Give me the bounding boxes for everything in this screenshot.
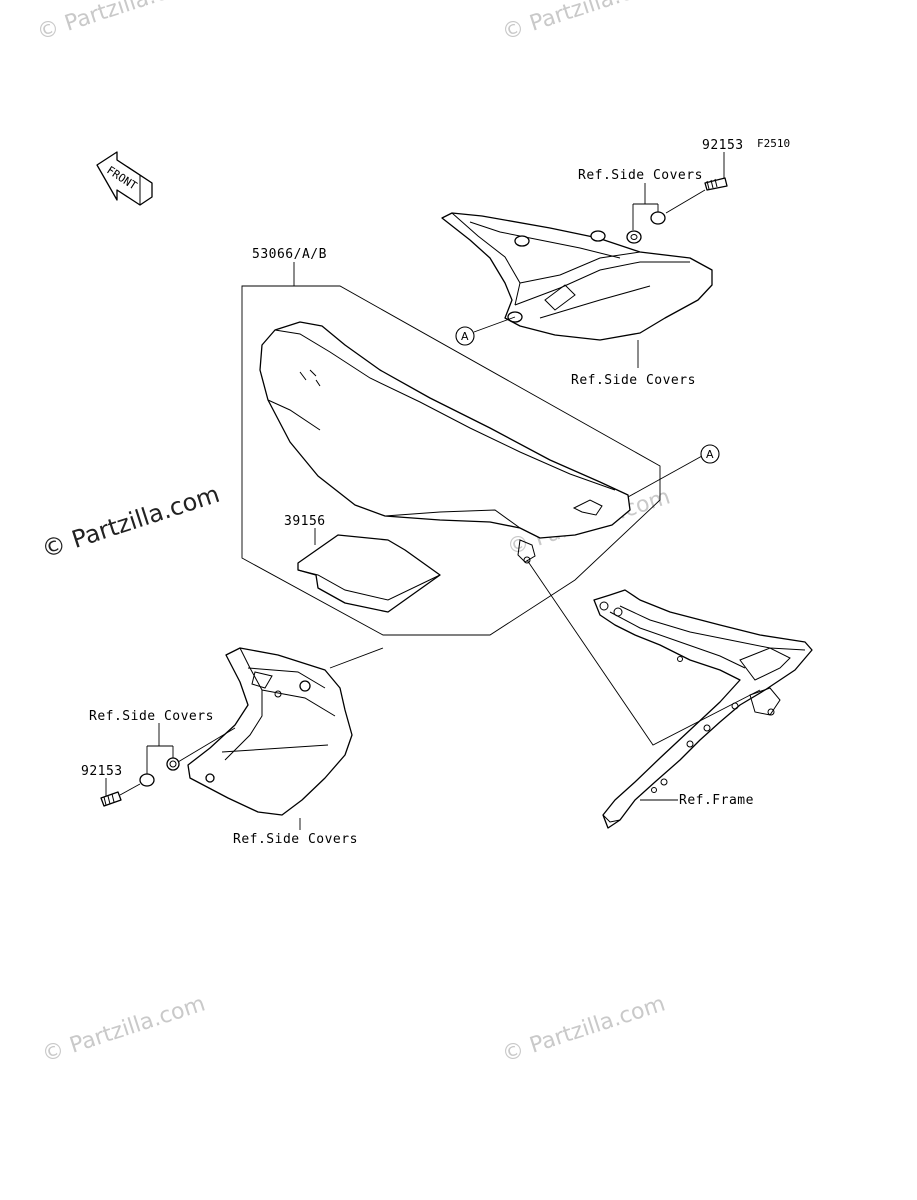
callout-a-2: A	[700, 444, 720, 464]
frame	[593, 589, 813, 829]
watermark-main: © Partzilla.com	[38, 480, 223, 564]
svg-text:A: A	[461, 330, 469, 343]
svg-text:A: A	[706, 448, 714, 461]
leader-bolt-collar	[665, 189, 706, 214]
label-ref-side-covers-top-lower: Ref.Side Covers	[571, 373, 696, 388]
pad-39156	[297, 534, 441, 613]
watermark-bottom-left: © Partzilla.com	[39, 991, 208, 1067]
leader-callout-a-2	[627, 455, 703, 498]
leader-collar-cover-left	[177, 727, 236, 763]
collar-top	[626, 211, 666, 244]
seat-53066	[259, 321, 631, 564]
leader-bolt-collar-left	[119, 783, 141, 796]
bolt-92153-left	[100, 791, 122, 807]
collar-left	[139, 757, 180, 787]
watermark-top-left: © Partzilla.com	[34, 0, 203, 46]
leader-ref-side-covers-top	[632, 183, 659, 230]
watermark-top-right: © Partzilla.com	[499, 0, 668, 46]
seat-to-left-cover-line	[329, 634, 490, 669]
label-92153-top: 92153	[702, 138, 744, 153]
figure-code: F2510	[757, 137, 790, 150]
side-cover-left	[187, 647, 353, 816]
frame-pointer-line	[526, 559, 761, 746]
label-ref-frame: Ref.Frame	[679, 793, 754, 808]
label-part-39156: 39156	[284, 514, 326, 529]
callout-a-1: A	[455, 326, 475, 346]
label-ref-side-covers-left-lower: Ref.Side Covers	[233, 832, 358, 847]
label-seat-53066: 53066/A/B	[252, 247, 327, 262]
bolt-92153-top	[704, 177, 728, 191]
watermark-bottom-right: © Partzilla.com	[499, 991, 668, 1067]
front-arrow-icon: FRONT	[96, 151, 153, 206]
label-ref-side-covers-left-upper: Ref.Side Covers	[89, 709, 214, 724]
leader-callout-a-1	[473, 316, 516, 333]
leader-ref-side-covers-left	[146, 723, 174, 774]
label-ref-side-covers-top-upper: Ref.Side Covers	[578, 168, 703, 183]
side-cover-right	[441, 212, 713, 341]
label-92153-left: 92153	[81, 764, 123, 779]
